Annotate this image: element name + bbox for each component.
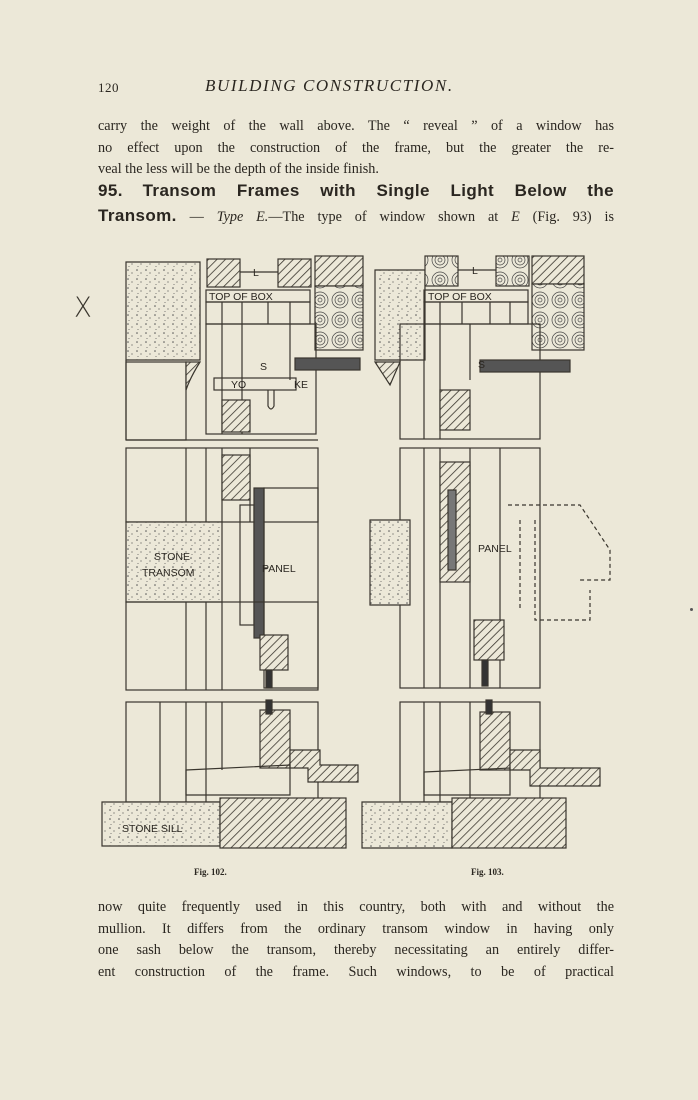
figure-caption-102: Fig. 102. [194,867,227,877]
paragraph-bottom: now quite frequently used in this countr… [98,897,614,983]
margin-dot [690,608,693,611]
label-panel-right: PANEL [478,543,512,555]
section-number: 95. [98,181,123,200]
fig-102-drawing [101,255,364,849]
text-line: mullion. It differs from the ordinary tr… [98,920,614,937]
dash: — [176,209,217,225]
label-stone-transom-1: STONE [154,551,190,563]
margin-mark: X [74,292,92,324]
heading-line-2: Transom. — Type E.—The type of window sh… [98,203,614,230]
label-s-left: S [260,361,267,373]
section-heading: 95. Transom Frames with Single Light Bel… [98,178,614,230]
section-title-2: Transom. [98,206,177,225]
label-top-of-box-right: TOP OF BOX [428,291,492,303]
text-line: veal the less will be the depth of the i… [98,161,379,177]
figure-letter: E [511,209,520,225]
label-l-right: L [472,265,478,277]
text-line: one sash below the transom, thereby nece… [98,942,614,958]
heading-line-1: 95. Transom Frames with Single Light Bel… [98,178,614,203]
label-top-of-box-left: TOP OF BOX [209,291,273,303]
label-stone-transom-2: TRANSOM [142,567,195,579]
type-label: Type E. [216,209,269,225]
label-yoke-left-b: KE [294,379,308,391]
fig-103-drawing [361,255,611,849]
label-stone-sill: STONE SILL [122,823,183,835]
label-l-left: L [253,267,259,279]
label-panel-left: PANEL [262,563,296,575]
label-yoke-left-a: YO [231,379,246,391]
text-line: ent construction of the frame. Such wind… [98,963,614,980]
figure-ref: (Fig. 93) is [519,209,615,225]
text-line: now quite frequently used in this countr… [98,899,614,915]
paragraph-top: carry the weight of the wall above. The … [98,116,614,181]
label-s-right: S [478,359,485,371]
running-title: BUILDING CONSTRUCTION. [205,76,454,95]
text-line: carry the weight of the wall above. The … [98,118,614,134]
section-title-1: Transom Frames with Single Light Below t… [142,181,615,200]
page-number: 120 [98,80,119,95]
lead-text: —The type of window shown at [268,209,512,225]
figure-caption-103: Fig. 103. [471,867,504,877]
text-line: no effect upon the construction of the f… [98,139,614,156]
window-section-drawings: L TOP OF BOX S YO KE STONE TRANSOM PANEL… [101,255,611,849]
running-head: 120 BUILDING CONSTRUCTION. [95,76,615,100]
